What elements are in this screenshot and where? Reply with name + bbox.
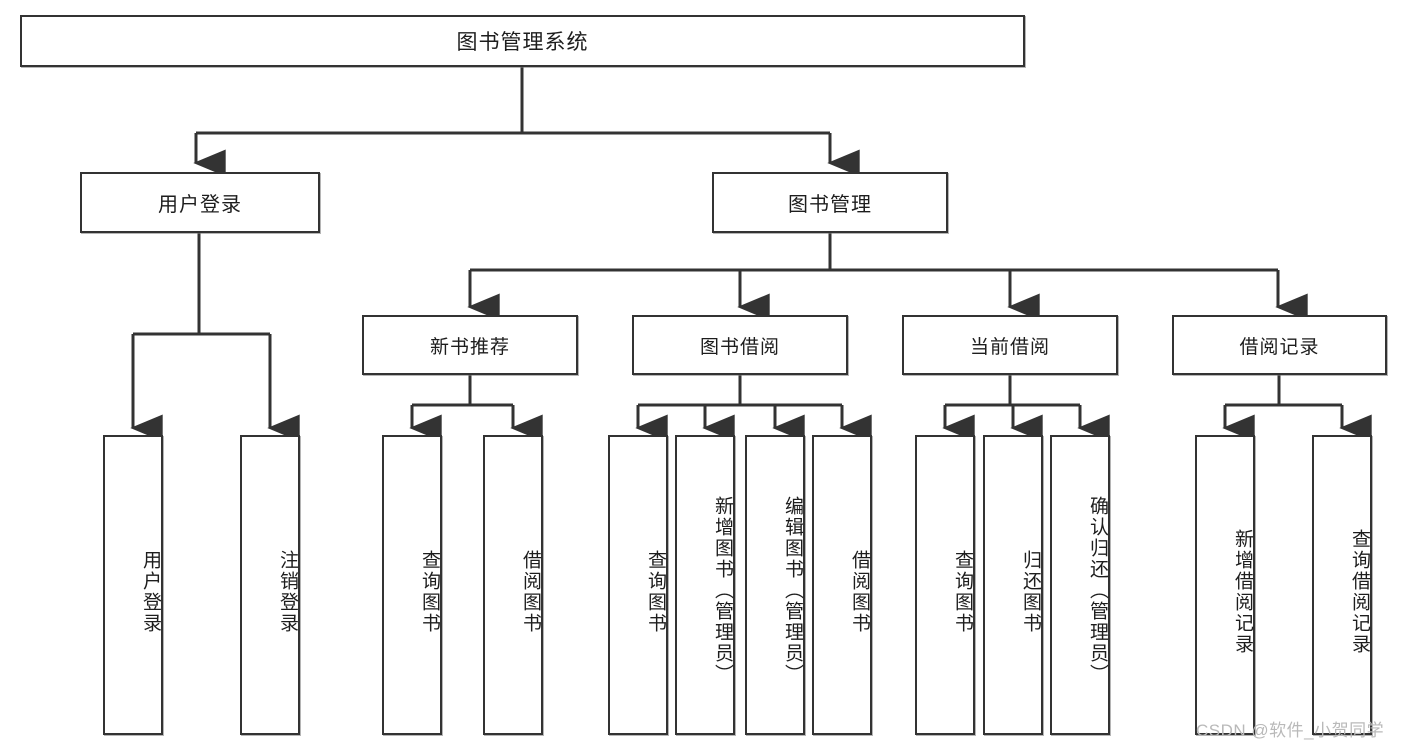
leaf-query-borrow-record[interactable]: 查询借阅记录 <box>1312 435 1372 735</box>
node-borrow-record[interactable]: 借阅记录 <box>1172 315 1387 375</box>
node-root-system[interactable]: 图书管理系统 <box>20 15 1025 67</box>
leaf-query-book-borrow[interactable]: 查询图书 <box>608 435 668 735</box>
node-book-manage[interactable]: 图书管理 <box>712 172 948 233</box>
leaf-borrow-book-recommend[interactable]: 借阅图书 <box>483 435 543 735</box>
leaf-confirm-return-admin[interactable]: 确认归还（管理员） <box>1050 435 1110 735</box>
leaf-borrow-book-borrow[interactable]: 借阅图书 <box>812 435 872 735</box>
node-book-borrow[interactable]: 图书借阅 <box>632 315 848 375</box>
csdn-watermark: CSDN @软件_小贺同学 <box>1196 721 1385 740</box>
leaf-logout-login[interactable]: 注销登录 <box>240 435 300 735</box>
leaf-query-book-recommend[interactable]: 查询图书 <box>382 435 442 735</box>
leaf-query-book-current[interactable]: 查询图书 <box>915 435 975 735</box>
node-current-borrow[interactable]: 当前借阅 <box>902 315 1118 375</box>
node-new-book-recommend[interactable]: 新书推荐 <box>362 315 578 375</box>
leaf-add-book-admin[interactable]: 新增图书（管理员） <box>675 435 735 735</box>
leaf-user-login[interactable]: 用户登录 <box>103 435 163 735</box>
leaf-return-book[interactable]: 归还图书 <box>983 435 1043 735</box>
node-user-login[interactable]: 用户登录 <box>80 172 320 233</box>
leaf-add-borrow-record[interactable]: 新增借阅记录 <box>1195 435 1255 735</box>
leaf-edit-book-admin[interactable]: 编辑图书（管理员） <box>745 435 805 735</box>
